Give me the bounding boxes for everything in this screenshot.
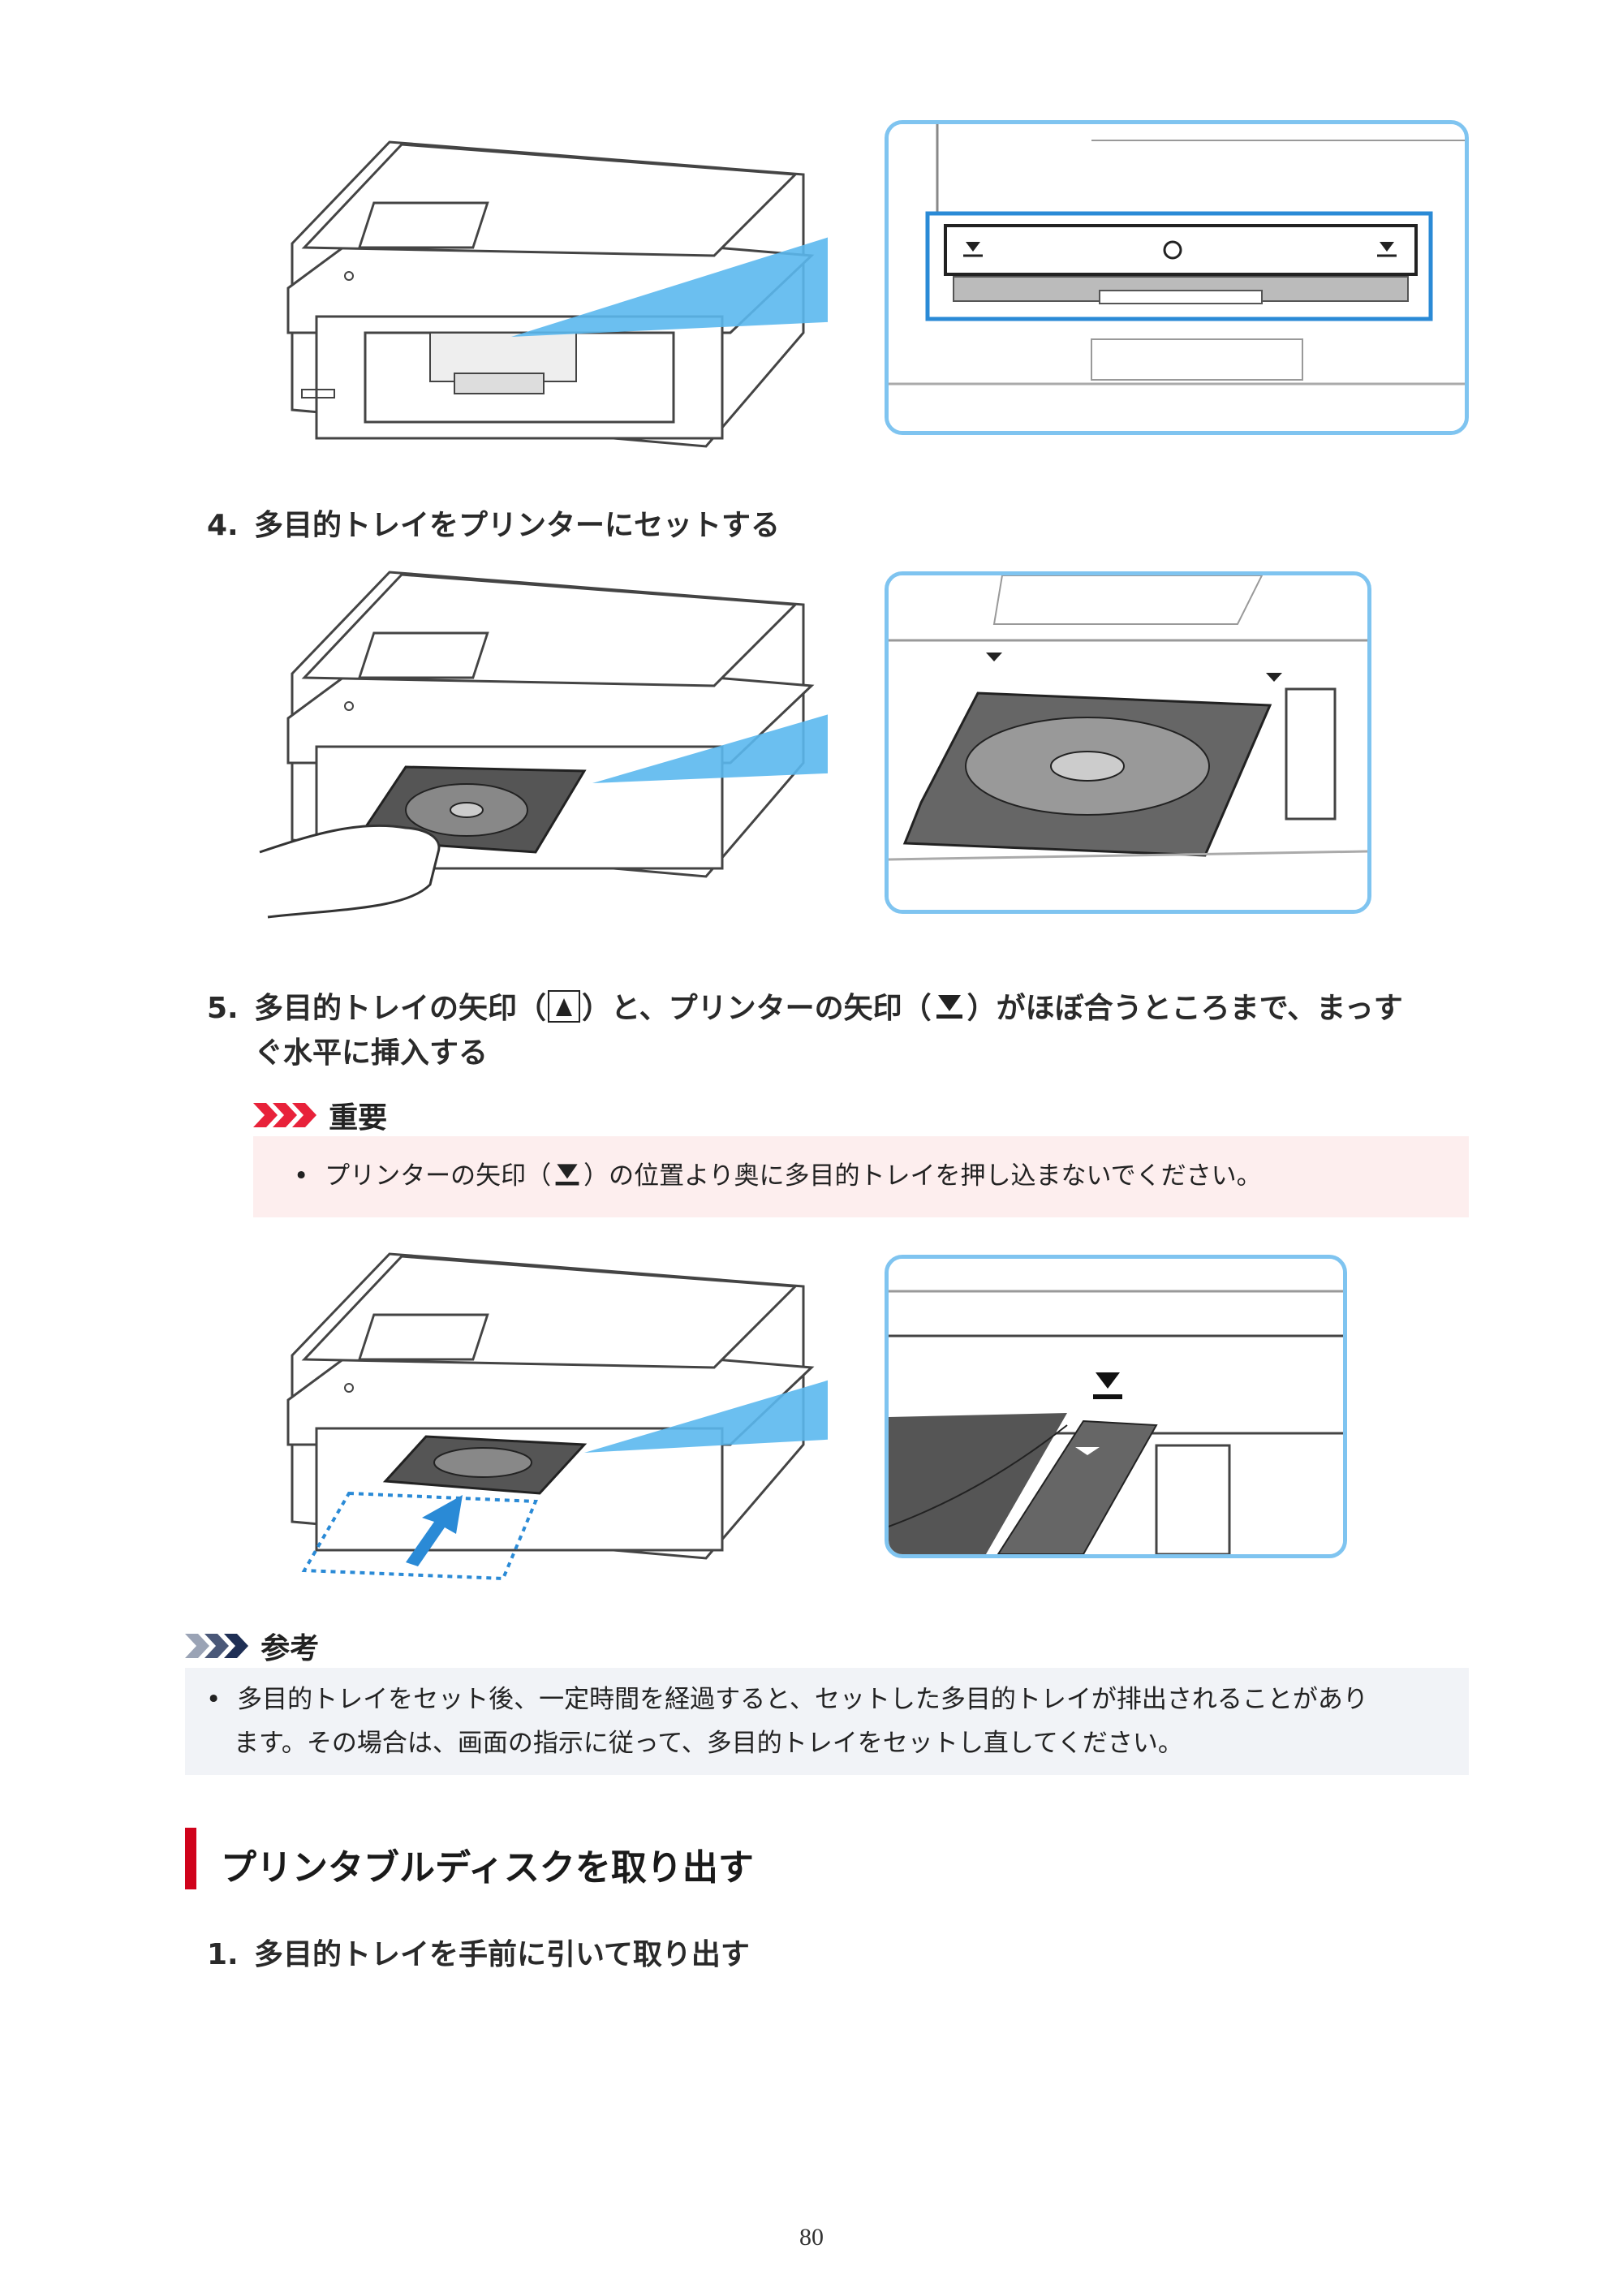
- callout-arrow-alignment: [885, 1255, 1347, 1558]
- step-text: 多目的トレイを手前に引いて取り出す: [254, 1938, 750, 1971]
- bullet-dot: •: [206, 1685, 222, 1714]
- important-label: 重要: [329, 1101, 388, 1135]
- printer-arrow-icon: [933, 990, 966, 1023]
- note-item: • 多目的トレイをセット後、一定時間を経過すると、セットした多目的トレイが排出さ…: [206, 1678, 1368, 1721]
- bullet-dot: •: [294, 1161, 309, 1191]
- step-text-part1: 多目的トレイの矢印（: [254, 992, 547, 1025]
- step-text-line2: ぐ水平に挿入する: [254, 1036, 489, 1070]
- note-line1: 多目的トレイをセット後、一定時間を経過すると、セットした多目的トレイが排出される…: [237, 1685, 1368, 1714]
- important-item: • プリンターの矢印（ ）の位置より奥に多目的トレイを押し込まないでください。: [294, 1154, 1262, 1198]
- step-5: 5. 多目的トレイの矢印（ ）と、プリンターの矢印（ ）がほぼ合うところまで、まっす: [207, 986, 1403, 1032]
- step-5-line2: ぐ水平に挿入する: [254, 1031, 488, 1076]
- important-header: 重要: [253, 1094, 387, 1135]
- step-number: 5.: [207, 992, 239, 1025]
- printer-illustration-2: [259, 571, 828, 919]
- printer-illustration-1: [286, 140, 828, 448]
- step-number: 4.: [207, 509, 239, 542]
- note-line2: ます。その場合は、画面の指示に従って、多目的トレイをセットし直してください。: [234, 1729, 1183, 1758]
- section-title: プリンタブルディスクを取り出す: [221, 1847, 754, 1889]
- printer-illustration-3: [286, 1252, 828, 1581]
- callout-tray-guide: [885, 120, 1469, 435]
- callout-tray-inserted: [885, 571, 1371, 914]
- tray-arrow-icon: [548, 990, 581, 1023]
- step-text-part2: ）と、プリンターの矢印（: [582, 992, 932, 1025]
- step-1: 1. 多目的トレイを手前に引いて取り出す: [207, 1932, 750, 1978]
- step-4: 4. 多目的トレイをプリンターにセットする: [207, 503, 780, 549]
- step-text-part3: ）がほぼ合うところまで、まっす: [966, 992, 1403, 1025]
- printer-arrow-icon: [553, 1160, 582, 1189]
- step-text: 多目的トレイをプリンターにセットする: [254, 509, 781, 542]
- page-number: 80: [799, 2224, 824, 2251]
- step-number: 1.: [207, 1938, 239, 1971]
- important-item-part1: プリンターの矢印（: [325, 1161, 552, 1191]
- important-box: • プリンターの矢印（ ）の位置より奥に多目的トレイを押し込まないでください。: [253, 1136, 1469, 1217]
- note-header: 参考: [185, 1625, 319, 1665]
- important-item-part2: ）の位置より奥に多目的トレイを押し込まないでください。: [583, 1161, 1262, 1191]
- important-chevron-icon: [253, 1103, 316, 1127]
- note-chevron-icon: [185, 1634, 248, 1658]
- section-accent-bar: [185, 1828, 196, 1889]
- note-label: 参考: [260, 1632, 320, 1665]
- note-box: • 多目的トレイをセット後、一定時間を経過すると、セットした多目的トレイが排出さ…: [185, 1668, 1469, 1775]
